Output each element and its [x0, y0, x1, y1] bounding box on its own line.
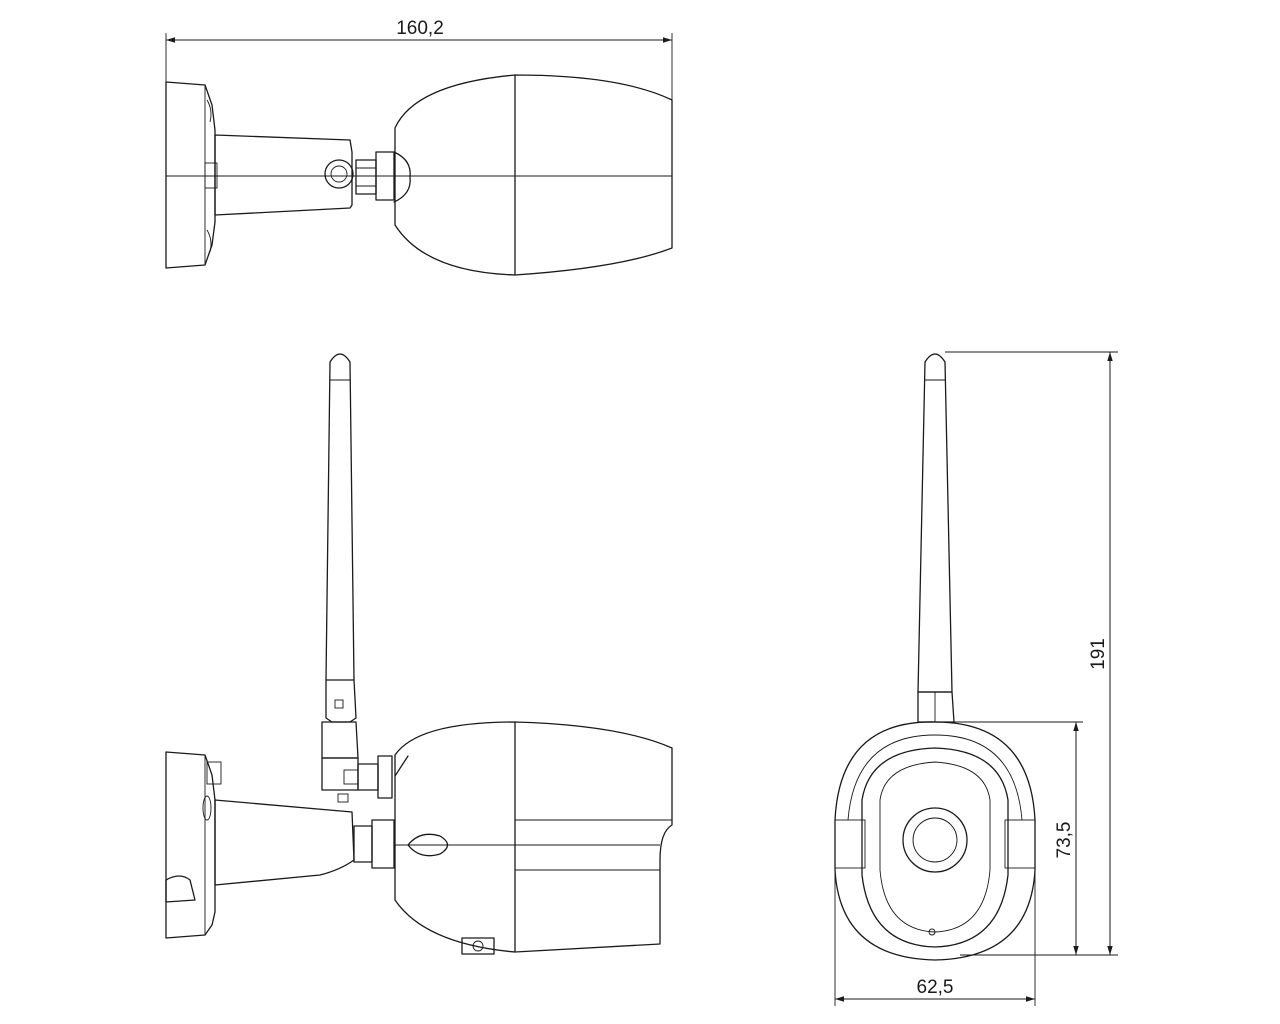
antenna — [325, 353, 355, 681]
dimension-label-width: 62,5 — [917, 977, 954, 998]
camera-body-side — [394, 721, 673, 953]
dimension-label-length: 160,2 — [396, 18, 444, 39]
reset-port — [461, 937, 495, 955]
top-view: 160,2 — [165, 18, 673, 276]
dimension-body-width: 62,5 — [834, 870, 1036, 1006]
side-view — [165, 353, 673, 955]
side-wall-plate — [165, 751, 216, 939]
dimension-body-height: 73,5 — [954, 721, 1083, 955]
mounting-arm — [214, 134, 353, 216]
dimension-overall-height: 191 — [945, 351, 1118, 956]
wall-mount-plate — [165, 81, 216, 269]
latch — [165, 875, 196, 903]
front-antenna — [917, 353, 953, 693]
side-arm — [214, 799, 355, 886]
antenna-hinge — [321, 721, 359, 759]
connector-nut — [355, 159, 377, 195]
camera-body-top — [394, 74, 673, 276]
dimension-label-body-height: 73,5 — [1054, 822, 1075, 859]
front-antenna-base — [917, 691, 955, 723]
lens-hood — [861, 747, 1009, 948]
antenna-connector — [357, 763, 379, 791]
arm-joint — [324, 159, 354, 189]
status-led — [407, 833, 449, 857]
front-view: 191 73,5 62,5 — [834, 351, 1118, 1006]
dimension-label-height: 191 — [1088, 638, 1109, 670]
dimension-overall-length: 160,2 — [165, 18, 673, 100]
camera-lens — [902, 807, 968, 873]
